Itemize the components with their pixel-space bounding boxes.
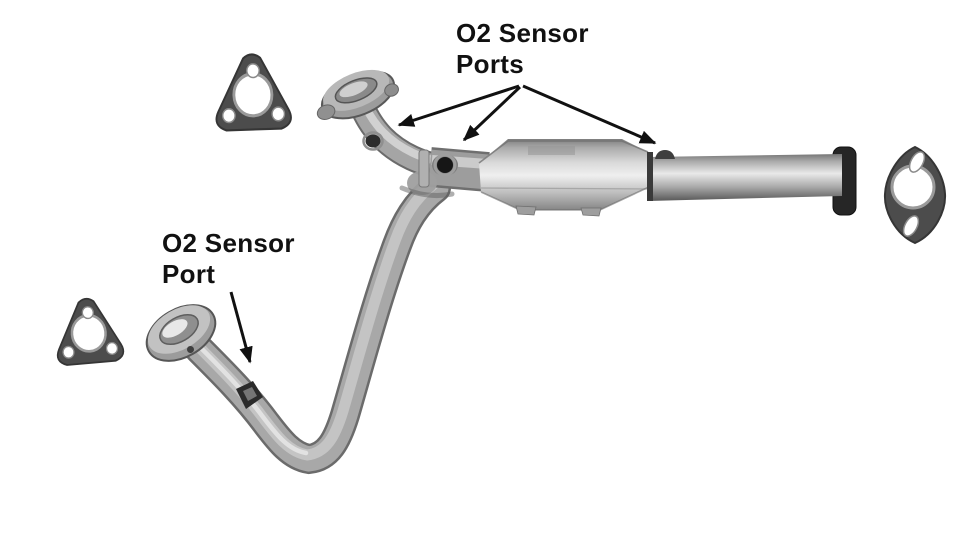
o2-sensor-port-label-line1: O2 Sensor [162, 228, 295, 258]
outlet-pipe [648, 154, 842, 201]
upper-inlet-flange [316, 69, 399, 121]
o2-sensor-ports-label: O2 Sensor Ports [456, 18, 589, 80]
lower-inlet-flange [145, 304, 217, 362]
upper-pipe-o2-port [362, 131, 384, 151]
catalytic-converter [478, 139, 652, 217]
o2-sensor-ports-label-line2: Ports [456, 49, 524, 79]
converter-mount-tab [515, 205, 537, 216]
annotation-arrows [229, 84, 657, 364]
o2-sensor-ports-label-line1: O2 Sensor [456, 18, 589, 48]
outlet-pipe-o2-port [655, 150, 675, 159]
o2-sensor-port-label-line2: Port [162, 259, 216, 289]
oval-gasket-right [883, 145, 947, 245]
arrow-to-outlet-pipe-port [522, 84, 657, 145]
collector-o2-port [432, 153, 458, 177]
converter-outlet-seam [647, 152, 653, 201]
arrow-to-collector-port [462, 85, 522, 142]
downpipe-o2-port [236, 381, 263, 409]
arrow-to-downpipe-port [229, 291, 253, 364]
lower-inlet-downpipe [184, 173, 451, 475]
o2-sensor-port-label: O2 Sensor Port [162, 228, 295, 290]
triangular-gasket-top [212, 51, 293, 133]
triangular-gasket-bottom [51, 294, 126, 368]
converter-stamp [528, 146, 575, 155]
converter-mount-tab [580, 207, 602, 217]
arrow-to-upper-pipe-port [397, 84, 520, 127]
